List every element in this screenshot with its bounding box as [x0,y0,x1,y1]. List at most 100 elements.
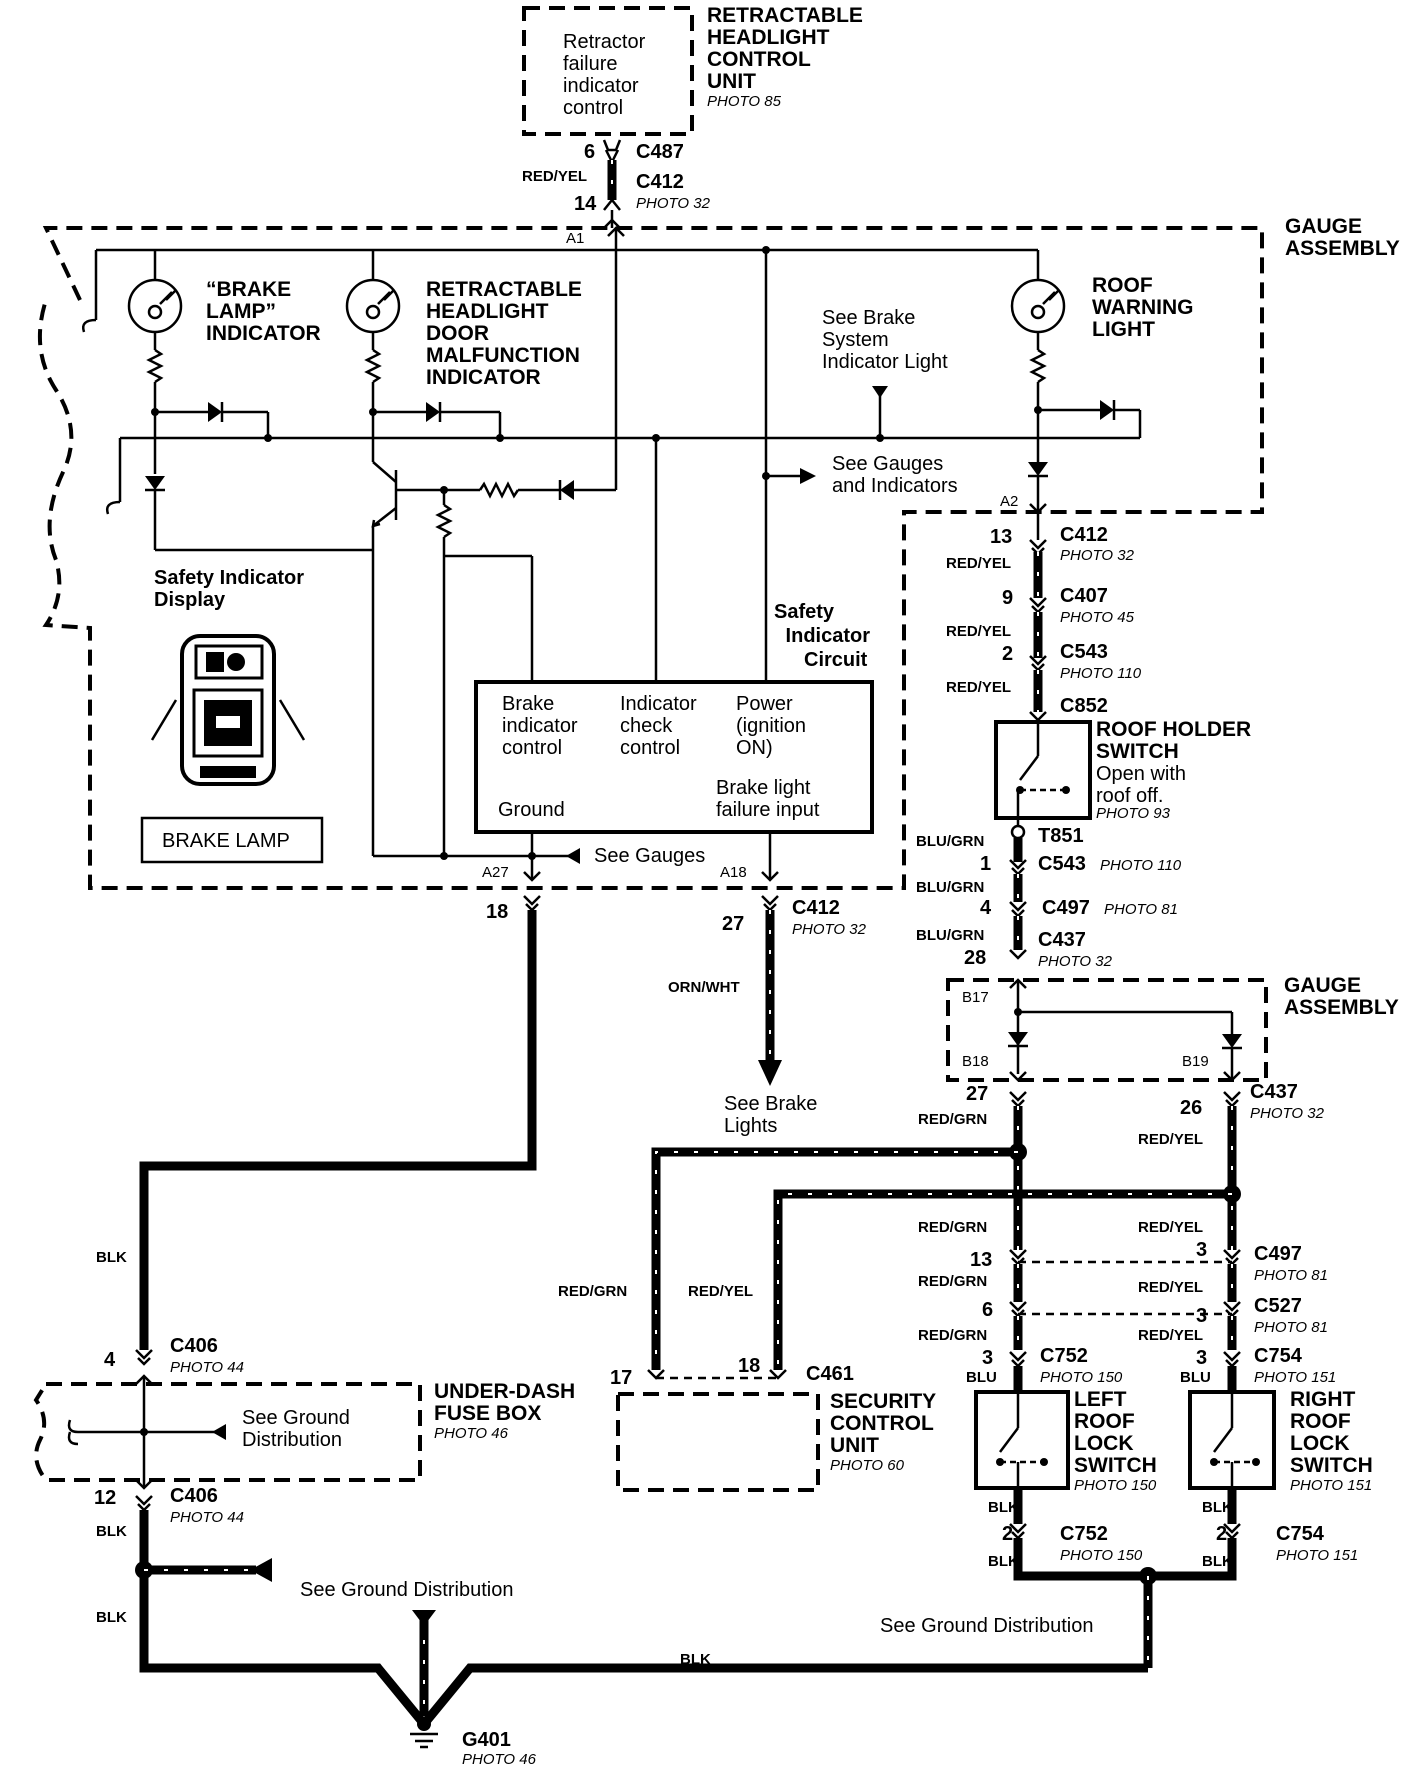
terminal-a1: A1 [566,230,584,247]
see-gauges-ind-2: and Indicators [832,475,958,497]
right-roof-lock-switch: RIGHT ROOF LOCK SWITCH PHOTO 151 [1188,1388,1373,1494]
wire-lock-grn-1: RED/GRN [918,1219,987,1236]
t851-label: T851 [1038,825,1084,847]
brake-lamp-ind-3: INDICATOR [206,322,321,345]
pin-c527-6: 6 [982,1299,993,1321]
gauge-top-title-1: GAUGE [1285,215,1362,238]
power-3: ON) [736,737,773,759]
safety-circuit-label-3: Circuit [804,649,868,671]
c406-bottom: C406 [170,1485,218,1507]
wire-lock-grn-2: RED/GRN [918,1273,987,1290]
roof-holder-photo: PHOTO 93 [1096,805,1171,822]
brake-lamp-panel-caption: BRAKE LAMP [162,830,290,852]
see-ground-left: See Ground Distribution [300,1579,513,1601]
c752-top-photo: PHOTO 150 [1040,1369,1123,1386]
center-output: 27 C412 PHOTO 32 ORN/WHT See Brake Light… [668,895,867,1137]
pin-c543-lower: 1 [980,853,991,875]
brake-control-2: indicator [502,715,578,737]
wire-lock-grn-3: RED/GRN [918,1327,987,1344]
right-chain: 13 C412 PHOTO 32 RED/YEL 9 C407 PHOTO 45… [946,512,1142,722]
wire-blk-3: BLK [96,1609,127,1626]
see-brake-lights-2: Lights [724,1115,777,1137]
c497-lock: C497 [1254,1243,1302,1265]
c497-lower-photo: PHOTO 81 [1104,901,1178,918]
c752-bottom-photo: PHOTO 150 [1060,1547,1143,1564]
pin-c487: 6 [584,141,595,163]
c412-center: C412 [792,897,840,919]
pin-c497-lower: 4 [980,897,992,919]
wire-blk-left-2: BLK [988,1553,1019,1570]
pin-c497-3: 3 [1196,1239,1207,1261]
wire-blk-left-1: BLK [988,1499,1019,1516]
failure-input-1: Brake light [716,777,811,799]
hl-inner-3: indicator [563,75,639,97]
check-control-1: Indicator [620,693,697,715]
pin-c406-12: 12 [94,1487,116,1509]
see-ground-right: See Ground Distribution [880,1615,1093,1637]
c406-bottom-photo: PHOTO 44 [170,1509,244,1526]
door-ind-3: DOOR [426,322,489,345]
hl-inner-4: control [563,97,623,119]
see-brake-lights-1: See Brake [724,1093,817,1115]
see-brake-system-3: Indicator Light [822,351,948,373]
brake-control-3: control [502,737,562,759]
c406-top-photo: PHOTO 44 [170,1359,244,1376]
c543-lower-photo: PHOTO 110 [1100,857,1182,874]
lock-chain: 27 26 C437 PHOTO 32 RED/GRN RED/YEL [918,1081,1336,1392]
roof-warning-1: ROOF [1092,274,1153,297]
security-pin-18: 18 [738,1355,760,1377]
left-lock-title-3: LOCK [1074,1432,1134,1455]
top-connector: 6 C487 RED/YEL 14 C412 PHOTO 32 [522,139,711,229]
brake-lamp-ind-2: LAMP” [206,300,276,323]
top-wire: RED/YEL [522,168,587,185]
hl-inner-2: failure [563,53,617,75]
security-title-1: SECURITY [830,1390,936,1413]
wire-blu-grn-2: BLU/GRN [916,879,984,896]
roof-holder-switch: ROOF HOLDER SWITCH Open with roof off. P… [994,718,1251,822]
see-gauges: See Gauges [594,845,705,867]
brake-lamp-ind-1: “BRAKE [206,278,291,301]
pin-c412-top: 14 [574,193,597,215]
hl-inner-1: Retractor [563,31,646,53]
security-wiring: RED/GRN RED/YEL 17 18 C461 [558,1147,1232,1389]
c412-top-label: C412 [636,171,684,193]
roof-warning-2: WARNING [1092,296,1194,319]
right-lock-title-4: SWITCH [1290,1454,1373,1477]
roof-holder-title-2: SWITCH [1096,740,1179,763]
security-wire-left: RED/GRN [558,1283,627,1300]
gauge-assembly-bottom: GAUGE ASSEMBLY B17 B18 B19 [946,974,1399,1082]
right-lock-title-2: ROOF [1290,1410,1351,1433]
safety-display-label-1: Safety Indicator [154,567,304,589]
gauge-bottom-title-2: ASSEMBLY [1284,996,1399,1019]
c406-top: C406 [170,1335,218,1357]
fuse-see-2: Distribution [242,1429,342,1451]
wire-blk-1: BLK [96,1249,127,1266]
right-lock-title-3: LOCK [1290,1432,1350,1455]
left-output: 18 [135,895,541,1366]
door-ind-1: RETRACTABLE [426,278,582,301]
pin-c412-right: 13 [990,526,1012,548]
security-title-2: CONTROL [830,1412,934,1435]
pin-c752-2: 2 [1002,1523,1013,1545]
roof-holder-desc-1: Open with [1096,763,1186,785]
see-brake-system-1: See Brake [822,307,915,329]
wire-lock-yel-3: RED/YEL [1138,1327,1203,1344]
wire-c412-right: RED/YEL [946,555,1011,572]
pin-c754-3: 3 [1196,1347,1207,1369]
lock-ground: BLK BLK 2 C752 PHOTO 150 BLK 2 C754 PHOT… [988,1488,1358,1668]
fuse-photo: PHOTO 46 [434,1425,509,1442]
wire-blk-4: BLK [680,1651,711,1668]
terminal-a27: A27 [482,864,509,881]
check-control-3: control [620,737,680,759]
wire-blk-right-2: BLK [1202,1553,1233,1570]
pin-c412-27: 27 [722,913,744,935]
c754-top-photo: PHOTO 151 [1254,1369,1336,1386]
terminal-b17: B17 [962,989,989,1006]
c497-lower: C497 [1042,897,1090,919]
wire-blk-2: BLK [96,1523,127,1540]
under-dash-fuse-box: 4 C406 PHOTO 44 See Ground Distribution … [33,1335,575,1526]
c487-label: C487 [636,141,684,163]
c437-bottom: C437 [1250,1081,1298,1103]
c412-right: C412 [1060,524,1108,546]
security-control-unit: SECURITY CONTROL UNIT PHOTO 60 [616,1390,936,1492]
